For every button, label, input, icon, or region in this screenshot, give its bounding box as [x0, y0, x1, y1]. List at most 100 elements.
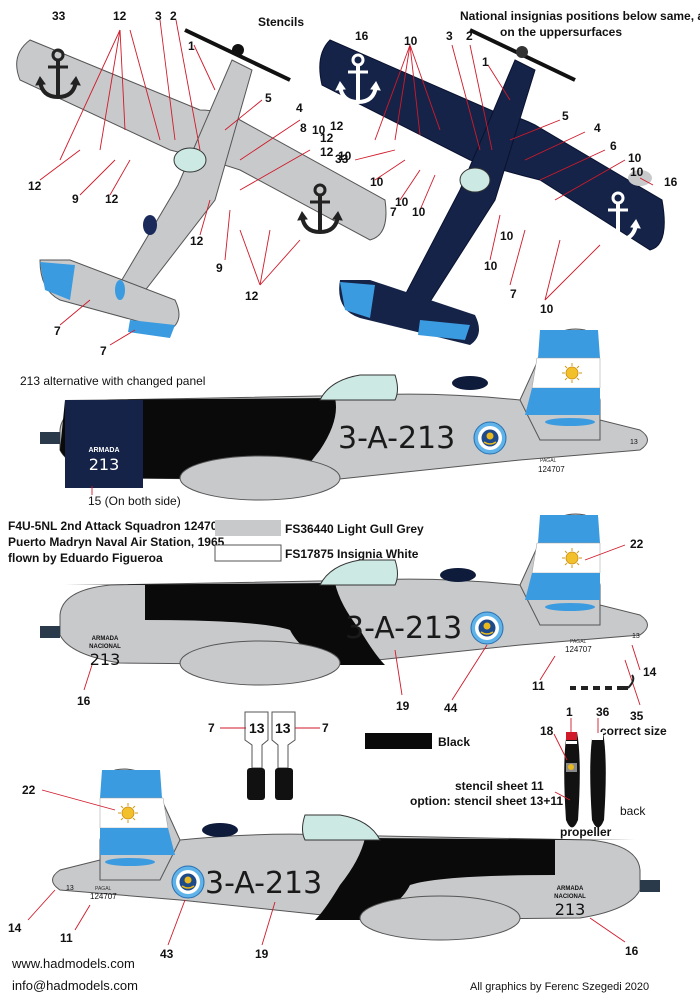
argentine-navy-roundel-icon — [171, 865, 205, 899]
propeller-callout: 18 — [540, 724, 554, 738]
landing-gear-doors — [244, 711, 296, 800]
side-3-callout: 22 — [22, 783, 36, 797]
footer-credit: All graphics by Ferenc Szegedi 2020 — [470, 981, 649, 993]
side-3-callout: 43 — [160, 947, 174, 961]
side-2-callout: 44 — [444, 701, 458, 715]
svg-text:5: 5 — [265, 91, 272, 105]
legend-label-white: FS17875 Insignia White — [285, 547, 419, 561]
aircraft-info-line2: Puerto Madryn Naval Air Station, 1965 — [8, 535, 225, 549]
svg-text:12: 12 — [320, 131, 334, 145]
side-1-armada: ARMADA — [88, 447, 119, 454]
side-1-serial: 124707 — [538, 465, 565, 474]
side-1-code: 3-A-213 — [338, 421, 455, 456]
svg-text:3: 3 — [155, 9, 162, 23]
svg-text:16: 16 — [355, 29, 369, 43]
side-3-callout: 19 — [255, 947, 269, 961]
svg-text:10: 10 — [370, 175, 384, 189]
insignia-note-line2: on the uppersurfaces — [500, 25, 622, 39]
stencils-title: Stencils — [258, 15, 304, 29]
side-3-number: 213 — [555, 900, 586, 919]
side-3-tail-small: 13 — [66, 885, 74, 892]
side-1-note: 15 (On both side) — [88, 494, 181, 508]
side-2-serial: 124707 — [565, 645, 592, 654]
side-3-armada: ARMADA — [557, 886, 584, 892]
aircraft-info-line1: F4U-5NL 2nd Attack Squadron 124707 — [8, 519, 224, 533]
svg-text:12: 12 — [245, 289, 259, 303]
svg-text:4: 4 — [594, 121, 601, 135]
svg-text:10: 10 — [540, 302, 554, 316]
side-2-callout: 22 — [630, 537, 644, 551]
svg-text:10: 10 — [630, 165, 644, 179]
side-3-callout: 11 — [60, 931, 73, 945]
svg-text:7: 7 — [100, 344, 107, 358]
side-2-callout: 14 — [643, 665, 657, 679]
sun-of-may-icon — [561, 362, 583, 384]
svg-text:10: 10 — [338, 149, 352, 163]
side-view-3-aircraft — [52, 768, 660, 941]
argentine-navy-roundel-icon — [470, 611, 504, 645]
propeller-label: propeller — [560, 825, 612, 839]
side-view-1-title: 213 alternative with changed panel — [20, 374, 205, 388]
side-1-number: 213 — [89, 455, 120, 474]
plan-view-underside-grey — [16, 28, 387, 338]
propeller-callout: 1 — [566, 705, 573, 719]
footer-web[interactable]: www.hadmodels.com — [11, 956, 135, 971]
gear-callout-right: 7 — [322, 721, 329, 735]
propeller-callout: 36 — [596, 705, 610, 719]
side-3-serial-word: PAGAL — [95, 886, 112, 892]
legend-swatch-white — [214, 544, 282, 562]
svg-text:5: 5 — [562, 109, 569, 123]
side-2-armada: ARMADA — [92, 636, 119, 642]
legend-swatch-black — [365, 733, 432, 749]
side-1-tail-small: 13 — [630, 439, 638, 446]
svg-text:10: 10 — [404, 34, 418, 48]
svg-text:7: 7 — [54, 324, 61, 338]
side-2-code: 3-A-213 — [345, 611, 462, 646]
svg-text:12: 12 — [190, 234, 204, 248]
propeller-leader-lines — [553, 718, 599, 801]
side-view-1-aircraft — [40, 328, 648, 501]
insignia-note-line1: National insignias positions below same,… — [460, 9, 700, 23]
sun-of-may-icon — [561, 547, 583, 569]
side-2-number: 213 — [90, 650, 121, 669]
grey-plan-callouts: 33 12 3 2 1 5 4 8 12 12 9 12 12 7 7 12 9… — [28, 9, 349, 358]
side-2-callout: 19 — [396, 699, 410, 713]
svg-text:1: 1 — [188, 39, 195, 53]
svg-text:12: 12 — [330, 119, 344, 133]
side-2-leader-lines — [83, 544, 641, 706]
svg-text:10: 10 — [312, 123, 326, 137]
side-2-callout: 35 — [630, 709, 644, 723]
side-2-tail-small: 13 — [632, 633, 640, 640]
footer-email[interactable]: info@hadmodels.com — [12, 978, 138, 993]
gear-right-number: 13 — [275, 720, 291, 736]
side-3-leader-lines — [27, 789, 626, 946]
svg-text:10: 10 — [628, 151, 642, 165]
antenna-correct-size-label: correct size — [600, 724, 667, 738]
svg-text:16: 16 — [664, 175, 678, 189]
blue-plan-callouts: 16 10 3 2 1 5 4 6 10 10 10 10 7 10 10 10… — [338, 29, 678, 316]
side-1-serial-word: PAGAL — [540, 458, 557, 464]
svg-text:12: 12 — [105, 192, 119, 206]
svg-text:33: 33 — [335, 152, 349, 166]
svg-text:7: 7 — [390, 205, 397, 219]
gear-callout-left: 7 — [208, 721, 215, 735]
svg-text:10: 10 — [484, 259, 498, 273]
legend-label-black: Black — [438, 735, 470, 749]
side-2-callout: 11 — [532, 679, 545, 693]
propeller-back-label: back — [620, 804, 646, 818]
side-view-2-aircraft — [40, 513, 648, 686]
svg-text:10: 10 — [412, 205, 426, 219]
svg-text:12: 12 — [28, 179, 42, 193]
side-2-serial-word: PAGAL — [570, 639, 587, 645]
svg-text:7: 7 — [510, 287, 517, 301]
sun-of-may-icon — [117, 802, 139, 824]
legend-label-grey: FS36440 Light Gull Grey — [285, 522, 424, 536]
svg-text:2: 2 — [466, 29, 473, 43]
side-3-nacional: NACIONAL — [554, 894, 586, 900]
svg-text:4: 4 — [296, 101, 303, 115]
side-3-code: 3-A-213 — [205, 866, 322, 901]
side-3-serial: 124707 — [90, 892, 117, 901]
svg-text:33: 33 — [52, 9, 66, 23]
svg-text:12: 12 — [320, 145, 334, 159]
